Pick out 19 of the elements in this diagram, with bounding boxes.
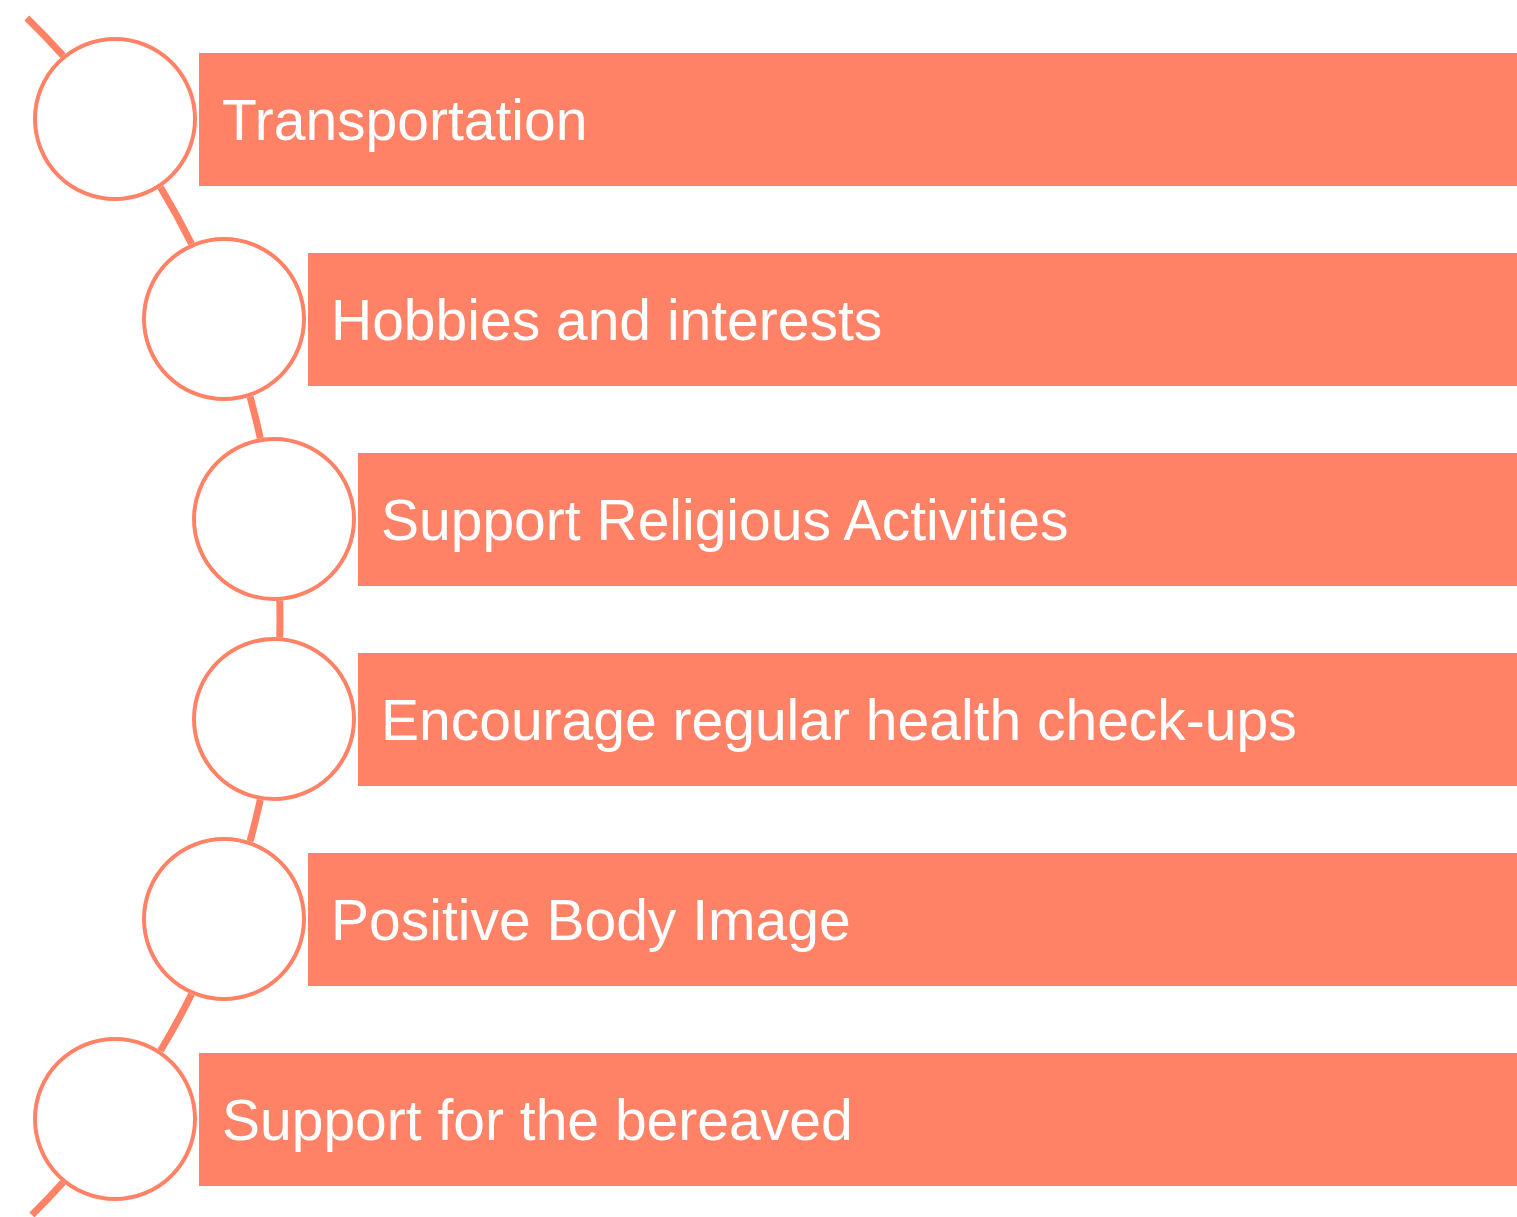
connector-arc: [29, 1180, 66, 1217]
list-bar: [358, 453, 1517, 586]
connector-arc: [276, 600, 284, 638]
item-label: Support Religious Activities: [381, 486, 1069, 553]
connector-arc: [157, 185, 195, 246]
list-bar: [199, 53, 1517, 186]
connector-arc: [157, 992, 195, 1053]
list-bar: [308, 253, 1517, 386]
list-bar: [358, 653, 1517, 786]
item-label: Encourage regular health check-ups: [381, 686, 1297, 753]
list-bar: [199, 1053, 1517, 1186]
connector-arc: [246, 799, 264, 843]
item-label: Support for the bereaved: [222, 1086, 853, 1153]
item-label: Transportation: [222, 86, 588, 153]
connector-arc: [24, 15, 66, 58]
list-bar: [308, 853, 1517, 986]
item-label: Positive Body Image: [331, 886, 851, 953]
item-label: Hobbies and interests: [331, 286, 883, 353]
connector-arc: [246, 395, 264, 439]
